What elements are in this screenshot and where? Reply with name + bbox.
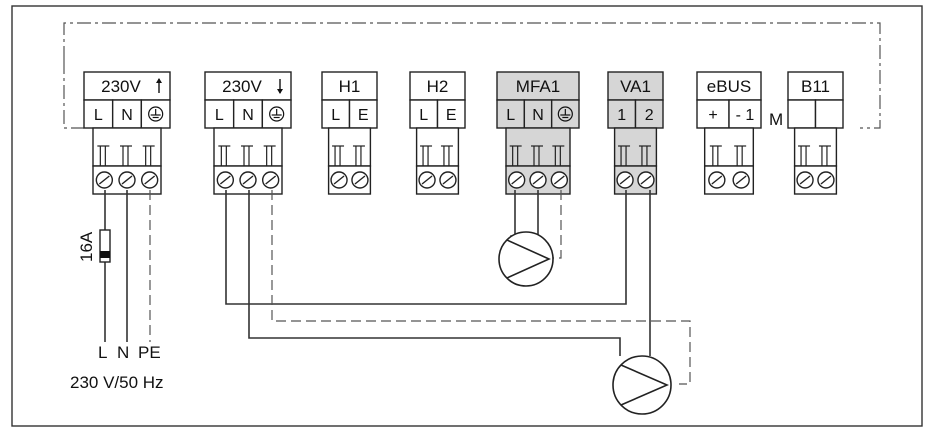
wire-230v-out-n <box>248 190 621 356</box>
diagram-frame <box>11 5 923 427</box>
pin-cell <box>321 99 351 129</box>
connector-label: VA1 <box>620 77 651 96</box>
screw-icon <box>616 171 634 189</box>
connector-1: 230V L N <box>83 71 171 195</box>
pin-label: L <box>331 107 340 124</box>
screw-icon <box>637 171 655 189</box>
pin-label: 1 <box>617 107 626 124</box>
pin-cell <box>634 99 664 129</box>
connector-label: H1 <box>339 77 361 96</box>
housing-outline <box>63 22 881 129</box>
ground-icon <box>148 106 164 122</box>
supply-rating: 230 V/50 Hz <box>70 373 164 392</box>
connector-label: 230V <box>222 77 262 96</box>
pin-cell <box>436 99 466 129</box>
connector-label: H2 <box>427 77 449 96</box>
screw-icon <box>418 171 436 189</box>
supply-label-l: L <box>98 343 107 362</box>
connector-label-cell <box>409 71 466 101</box>
pin-cell <box>696 99 730 129</box>
connector-label: B11 <box>801 77 830 96</box>
pump-icon <box>612 355 672 415</box>
pin-label: 2 <box>645 107 654 124</box>
pin-label: L <box>419 107 428 124</box>
plug-body <box>213 127 283 167</box>
ebus-m-label: M <box>769 110 783 129</box>
connector-6: VA1 1 2 <box>607 71 664 195</box>
screw-icon <box>507 171 526 189</box>
connector-label-cell <box>204 71 292 101</box>
screw-icon <box>95 171 114 189</box>
pin-cell <box>728 99 762 129</box>
connector-3: H1L E <box>321 71 378 195</box>
connector-label: MFA1 <box>516 77 560 96</box>
screw-icon <box>261 171 280 189</box>
screw-icon <box>529 171 547 189</box>
connector-4: H2L E <box>409 71 466 195</box>
screw-icon <box>118 171 136 189</box>
pin-cell <box>409 99 439 129</box>
supply-label-pe: PE <box>138 343 161 362</box>
fuse-element <box>100 251 110 258</box>
wire-230v-out-l <box>225 190 627 305</box>
pump-icon <box>498 231 554 287</box>
arrow-up-icon <box>156 78 162 93</box>
connector-7: eBUS + - 1 <box>696 71 762 195</box>
pin-cell <box>607 99 637 129</box>
screw-icon <box>140 171 159 189</box>
pin-cell <box>111 99 143 129</box>
plug-body <box>703 127 755 167</box>
ground-icon <box>557 106 573 122</box>
pin-cell <box>814 99 844 129</box>
pin-label: + <box>708 107 717 124</box>
fuse-symbol <box>99 229 111 263</box>
fuse-label: 16A <box>77 231 96 262</box>
screw-icon <box>708 171 726 189</box>
connector-2: 230V L N <box>204 71 292 195</box>
connector-label: 230V <box>101 77 141 96</box>
pin-label: E <box>358 107 369 124</box>
connector-label-cell <box>696 71 762 101</box>
pin-label: L <box>506 107 515 124</box>
screw-icon <box>732 171 750 189</box>
connector-label-cell <box>787 71 844 101</box>
pin-cell <box>83 99 114 129</box>
screw-icon <box>796 171 814 189</box>
pin-label: - 1 <box>736 107 755 124</box>
pin-label: L <box>215 107 224 124</box>
screw-icon <box>439 171 457 189</box>
pin-label: L <box>94 107 103 124</box>
supply-label-n: N <box>117 343 129 362</box>
connector-8: B11 <box>787 71 844 195</box>
screw-icon <box>330 171 348 189</box>
ground-icon <box>269 106 285 122</box>
pin-label: N <box>121 107 133 124</box>
pin-label: N <box>532 107 544 124</box>
pin-cell <box>348 99 378 129</box>
screw-icon <box>239 171 257 189</box>
pin-label: N <box>242 107 254 124</box>
wire-230v-out-pe <box>271 190 691 385</box>
connector-label: eBUS <box>707 77 751 96</box>
screw-icon <box>216 171 235 189</box>
wire-mfa1-pe <box>551 190 562 259</box>
pin-label: E <box>446 107 457 124</box>
arrow-down-icon <box>277 79 283 94</box>
pin-cell <box>523 99 553 129</box>
connector-label-cell <box>607 71 664 101</box>
screw-icon <box>351 171 369 189</box>
pin-cell <box>232 99 264 129</box>
screw-icon <box>817 171 835 189</box>
pin-cell <box>787 99 817 129</box>
screw-icon <box>550 171 569 189</box>
